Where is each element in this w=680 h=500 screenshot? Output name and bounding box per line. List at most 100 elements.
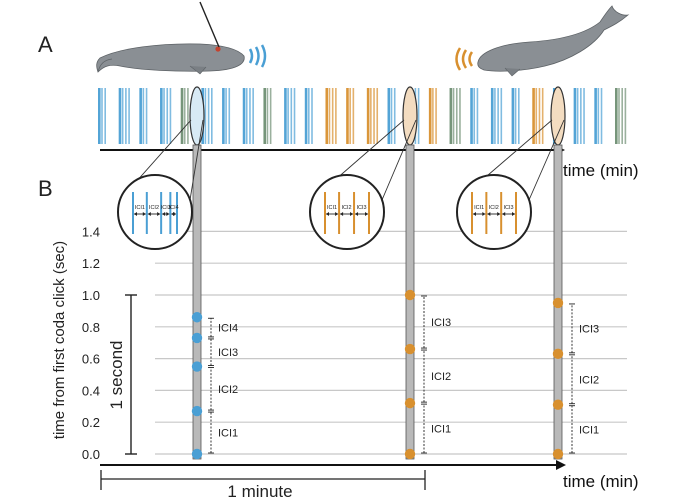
coda-highlight-ellipse [189,86,205,146]
inset-ici-label: ICI1 [327,205,337,211]
click-bar [207,88,210,144]
click-bar [269,88,272,144]
click-bar [497,88,499,144]
click-bar [252,88,254,144]
click-bar [518,88,520,144]
click-bar [263,88,267,144]
coda-stem [405,144,415,460]
bottom-time-axis-label: time (min) [563,472,639,491]
inset-arrowhead [335,212,339,216]
click-bar [435,88,437,144]
inset-arrowhead [142,212,146,216]
ici-label: ICI1 [579,424,599,436]
zoom-line [381,119,417,201]
one-minute-label: 1 minute [227,482,292,500]
coda-click-dot [191,332,203,344]
left-whale [96,1,245,75]
click-bar [328,88,331,144]
click-bar [211,88,213,144]
click-bar [390,88,393,144]
click-bar [618,88,620,144]
click-bar [352,88,355,144]
click-bar [331,88,334,144]
click-bar [325,88,329,144]
inset-arrowhead [166,212,170,216]
inset-arrowhead [355,212,359,216]
click-bar [580,88,582,144]
click-bar [308,88,310,144]
coda-highlight-ellipse [550,86,566,146]
click-bar [473,88,476,144]
click-bar [145,88,148,144]
click-bar [118,88,122,144]
inset-arrowhead [326,212,329,216]
ici-label: ICI4 [218,323,238,335]
inset-ici-label: ICI1 [474,205,484,211]
click-bar [346,88,349,144]
click-bar [370,88,372,144]
grid [155,230,627,455]
click-bar [287,88,289,144]
coda-highlight-ellipse [402,86,418,146]
click-bar [576,88,579,144]
click-bar [104,88,106,144]
y-tick-label: 0.6 [82,352,100,367]
ici-label: ICI1 [218,428,238,440]
zoom-line [528,119,565,201]
click-bar [139,88,142,144]
inset-arrowhead [502,212,506,216]
click-bar [541,88,544,144]
y-tick-label: 0.0 [82,447,100,462]
click-bar [514,88,517,144]
click-bar [538,88,541,144]
coda-click-dot [191,405,203,417]
y-tick-label: 1.0 [82,288,100,303]
click-bar [187,88,189,144]
click-bar [459,88,461,144]
click-bar [142,88,145,144]
ici-label: ICI3 [431,317,451,329]
click-bar [228,88,231,144]
click-bar [583,88,585,144]
y-axis-ticks: 0.00.20.40.60.81.01.21.4 [82,224,100,462]
ici-label: ICI2 [431,371,451,383]
inset-ici-label: ICI3 [161,205,171,211]
one-second-label: 1 second [107,341,126,410]
click-bar [101,88,103,144]
coda-click-dot [191,312,203,323]
time-axis-label: time (min) [563,161,639,180]
click-bar [160,88,163,144]
coda-click-dot [404,448,416,460]
ici-label: ICI2 [218,384,238,396]
coda-click-dot [404,289,416,301]
one-second-bracket [125,294,137,455]
inset-ici-label: ICI4 [169,205,179,211]
click-bar [535,88,538,144]
zoom-line [189,119,204,201]
click-bar [532,88,535,144]
ici-label: ICI3 [218,347,238,359]
right-whale-sound-waves [455,47,474,71]
click-bar [373,88,375,144]
coda-click-dot [191,361,203,372]
click-bar [594,88,597,144]
click-bar [169,88,172,144]
coda-click-dot [404,343,416,355]
click-bar [163,88,165,144]
click-bar [597,88,600,144]
inset-arrowhead [482,212,486,216]
inset-arrowhead [162,212,166,216]
y-tick-label: 0.4 [82,383,100,398]
bottom-time-axis-arrow [556,460,566,470]
click-bar [428,88,432,144]
click-bar [293,88,296,144]
click-bar [511,88,515,144]
inset-arrowhead [497,212,501,216]
click-bar [166,88,169,144]
y-axis-label: time from first coda click (sec) [51,241,68,439]
